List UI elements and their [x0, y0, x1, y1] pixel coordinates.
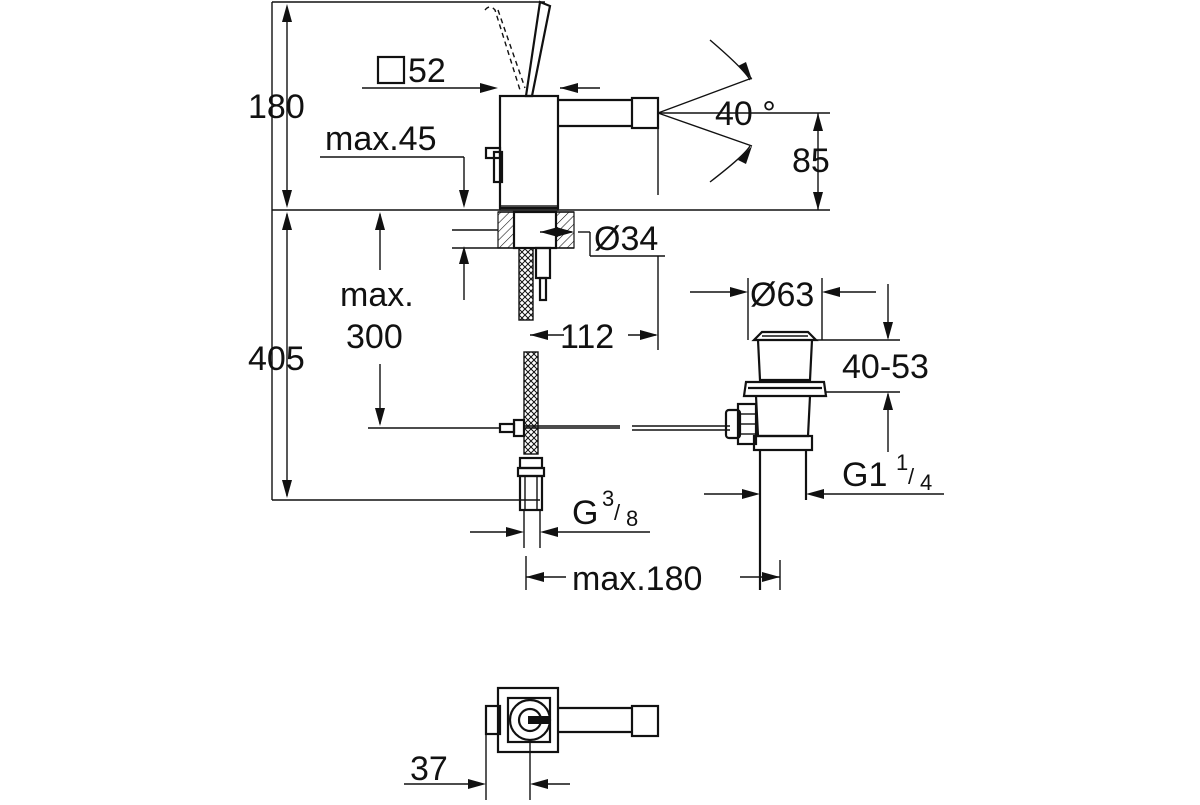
dim-angle-40: 40 °: [657, 39, 830, 183]
dim-52-label: 52: [408, 52, 446, 90]
dim-g1-1-4: G1 1 / 4: [704, 450, 944, 499]
mixer-body: [484, 0, 660, 211]
dim-diameter-63: Ø63: [690, 276, 876, 340]
dim-112: 112: [530, 128, 659, 356]
square-symbol-icon: [376, 55, 406, 85]
dim-405-label: 405: [248, 340, 305, 378]
dim-34-label: Ø34: [594, 220, 658, 258]
dim-40-53-label: 40-53: [842, 348, 929, 386]
dim-63-label: Ø63: [750, 276, 814, 314]
dim-g3-8: G 3 / 8: [470, 486, 650, 548]
dim-g1-label: G1: [842, 456, 887, 494]
dim-37-label: 37: [410, 750, 448, 788]
dim-max300-label-1: max.: [340, 276, 414, 314]
dim-180: 180: [248, 4, 305, 208]
dim-max45: max.45: [320, 120, 469, 300]
dim-85: 85: [792, 113, 830, 210]
fraction-slash-2: /: [614, 500, 621, 525]
dim-max300-label-2: 300: [346, 318, 403, 356]
dim-g-den: 8: [626, 506, 638, 531]
dim-diameter-34: Ø34: [540, 220, 665, 258]
dim-square-52: 52: [362, 52, 600, 93]
dim-85-label: 85: [792, 142, 830, 180]
dim-g1-den: 4: [920, 470, 932, 495]
fraction-slash: /: [908, 464, 915, 489]
dim-180-label: 180: [248, 88, 305, 126]
dim-37: 37: [404, 750, 570, 789]
popup-rod: [368, 418, 730, 438]
dim-g1-num: 1: [896, 450, 908, 475]
dim-40-53: 40-53: [816, 284, 929, 452]
plan-view: [484, 686, 660, 800]
dim-max45-label: max.45: [325, 120, 437, 158]
dim-112-label: 112: [560, 318, 614, 356]
dim-max300: max. 300: [340, 212, 414, 426]
dim-g-num: 3: [602, 486, 614, 511]
dim-angle-label: 40 °: [715, 95, 776, 133]
dim-405: 405: [248, 212, 305, 498]
supply-hoses: [516, 246, 552, 512]
dim-g-label: G: [572, 494, 598, 532]
dim-max180-label: max.180: [572, 560, 702, 598]
waste-fitting: [724, 330, 828, 590]
dim-max180: max.180: [525, 556, 781, 598]
